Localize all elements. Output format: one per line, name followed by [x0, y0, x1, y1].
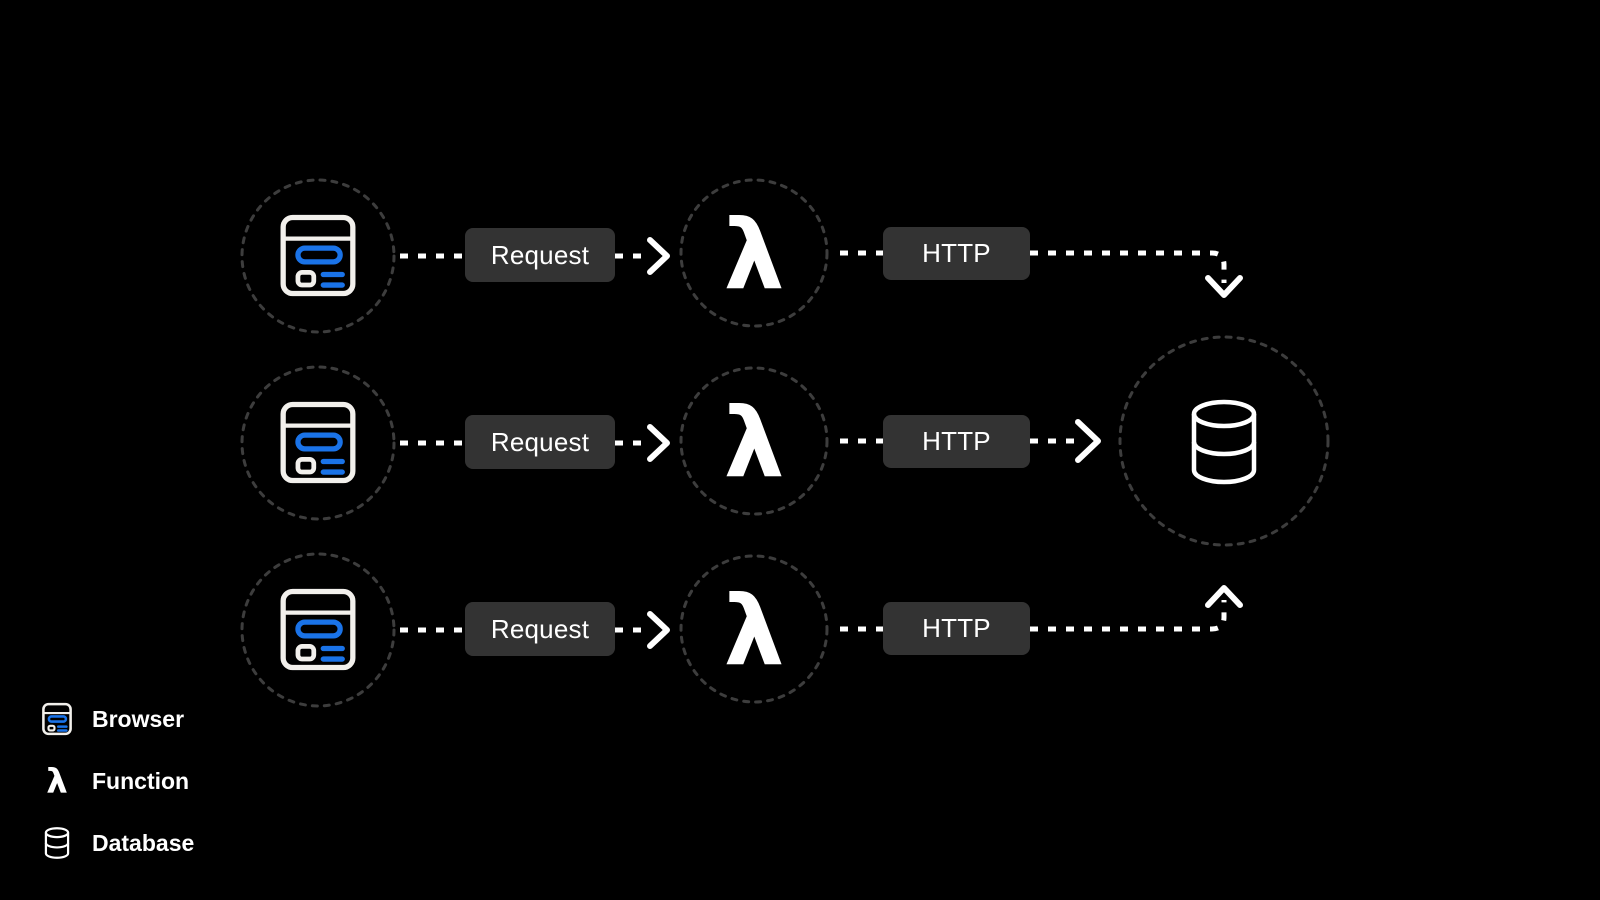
lambda-icon: λ: [724, 575, 785, 687]
request-label-row-3[interactable]: Request: [465, 602, 615, 656]
arrow-head-database-row-2: [1075, 419, 1101, 463]
row-3-group: λ: [240, 552, 1243, 708]
edge-http-to-database-row-3: [1030, 600, 1227, 632]
browser-icon: [283, 405, 353, 481]
lambda-icon: λ: [724, 199, 785, 311]
browser-icon: [283, 218, 353, 294]
database-node-circle: [1118, 335, 1330, 547]
database-icon: [40, 826, 74, 860]
arrow-head-database-row-3: [1205, 585, 1243, 608]
request-label-row-2[interactable]: Request: [465, 415, 615, 469]
browser-node-circle-row-3: [240, 552, 396, 708]
legend-label-function: Function: [92, 767, 190, 794]
function-node-circle-row-3: [679, 554, 829, 704]
browser-node-circle-row-1: [240, 178, 396, 334]
function-node-circle-row-1: [679, 178, 829, 328]
lambda-icon: λ: [724, 387, 785, 499]
legend-label-browser: Browser: [92, 705, 185, 732]
http-label-row-3[interactable]: HTTP: [883, 602, 1030, 655]
legend-label-database: Database: [92, 829, 195, 856]
row-2-group: λ: [240, 335, 1330, 547]
arrow-head-database-row-1: [1205, 275, 1243, 298]
legend-item-function: λ Function: [40, 762, 194, 800]
http-label-row-2[interactable]: HTTP: [883, 415, 1030, 468]
lambda-icon: λ: [40, 764, 74, 798]
svg-text:λ: λ: [46, 764, 68, 798]
browser-node-circle-row-2: [240, 365, 396, 521]
arrow-head-request-row-1: [647, 237, 670, 275]
browser-icon: [283, 592, 353, 668]
edge-http-to-database-row-1: [1030, 250, 1227, 283]
arrow-head-request-row-2: [647, 424, 670, 462]
legend: Browser λ Function Database: [40, 700, 194, 862]
database-icon: [1194, 402, 1254, 482]
legend-item-database: Database: [40, 824, 194, 862]
request-label-row-1[interactable]: Request: [465, 228, 615, 282]
row-1-group: λ: [240, 178, 1243, 334]
legend-item-browser: Browser: [40, 700, 194, 738]
browser-icon: [40, 702, 74, 736]
http-label-row-1[interactable]: HTTP: [883, 227, 1030, 280]
function-node-circle-row-2: [679, 366, 829, 516]
arrow-head-request-row-3: [647, 611, 670, 649]
